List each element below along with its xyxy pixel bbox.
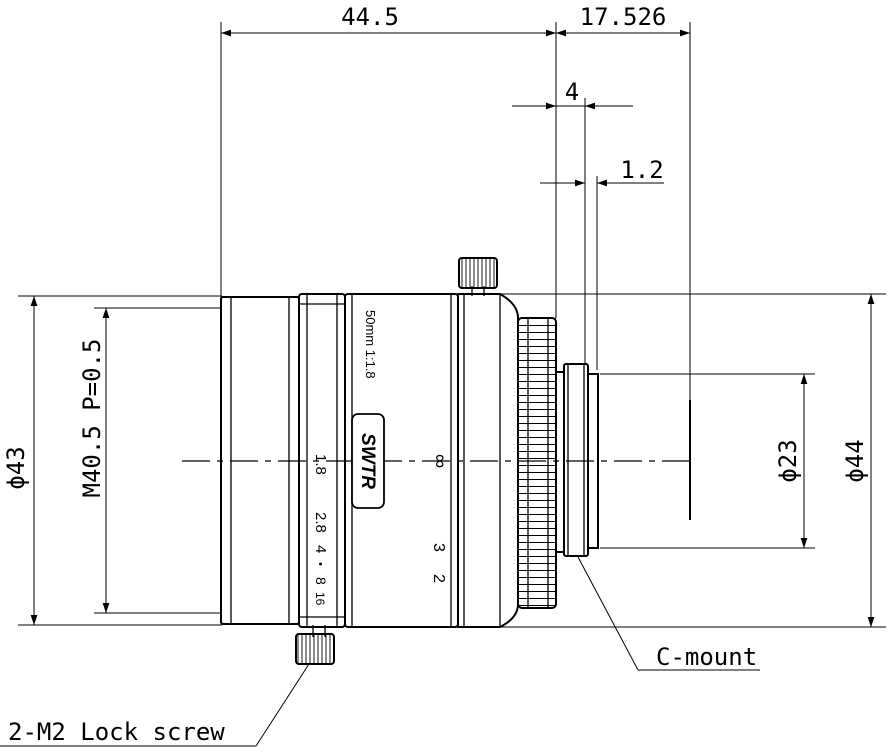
dim-label-front-diameter: ϕ43 [2, 446, 30, 489]
lens-markings: 50mm 1:1.8 SWTR ∞ 3 2 1.8 2.8 4 • 8 16 [312, 310, 451, 606]
lock-screw-top [458, 257, 498, 296]
focus-mark-2: 2 [430, 574, 447, 583]
focus-mark-3: 3 [430, 543, 447, 552]
dimension-body-diameter: ϕ44 [841, 294, 875, 627]
aperture-mark-16: 16 [313, 592, 327, 606]
dimension-mount-shoulder: 1.2 [540, 156, 664, 187]
aperture-mark-4: 4 [312, 545, 329, 553]
dim-label-overall-length: 44.5 [341, 3, 399, 31]
brand-logo-text: SWTR [357, 433, 378, 489]
extension-lines [18, 22, 886, 628]
dimension-flange-back: 17.526 [556, 3, 690, 37]
lock-screw-bottom [295, 625, 335, 665]
dimension-front-diameter: ϕ43 [2, 296, 38, 625]
dim-label-mount-diameter: ϕ23 [774, 439, 802, 482]
dimension-mount-thread-length: 4 [512, 78, 633, 110]
aperture-mark-2-8: 2.8 [312, 512, 329, 533]
lens-spec-label: 50mm 1:1.8 [363, 310, 378, 379]
callout-lock-screw: 2-M2 Lock screw [0, 663, 310, 747]
dim-label-mount-thread-length: 4 [565, 78, 579, 106]
aperture-mark-dot: • [314, 562, 326, 566]
dimension-filter-thread: M40.5 P=0.5 [78, 308, 110, 613]
brand-badge [351, 413, 385, 509]
dim-label-body-diameter: ϕ44 [841, 439, 869, 482]
aperture-mark-1-8: 1.8 [312, 454, 329, 475]
dim-label-flange-back: 17.526 [580, 3, 667, 31]
dimension-mount-diameter: ϕ23 [774, 374, 808, 548]
knurled-grip [518, 318, 556, 608]
dim-label-mount-shoulder: 1.2 [620, 156, 663, 184]
dimension-overall-length: 44.5 [221, 3, 556, 37]
aperture-mark-8: 8 [313, 577, 329, 585]
callout-lock-screw-label: 2-M2 Lock screw [8, 718, 225, 746]
focus-mark-infinity: ∞ [429, 454, 451, 468]
dim-label-filter-thread: M40.5 P=0.5 [78, 339, 106, 498]
callout-c-mount-label: C-mount [656, 643, 757, 671]
callout-c-mount: C-mount [577, 556, 760, 671]
